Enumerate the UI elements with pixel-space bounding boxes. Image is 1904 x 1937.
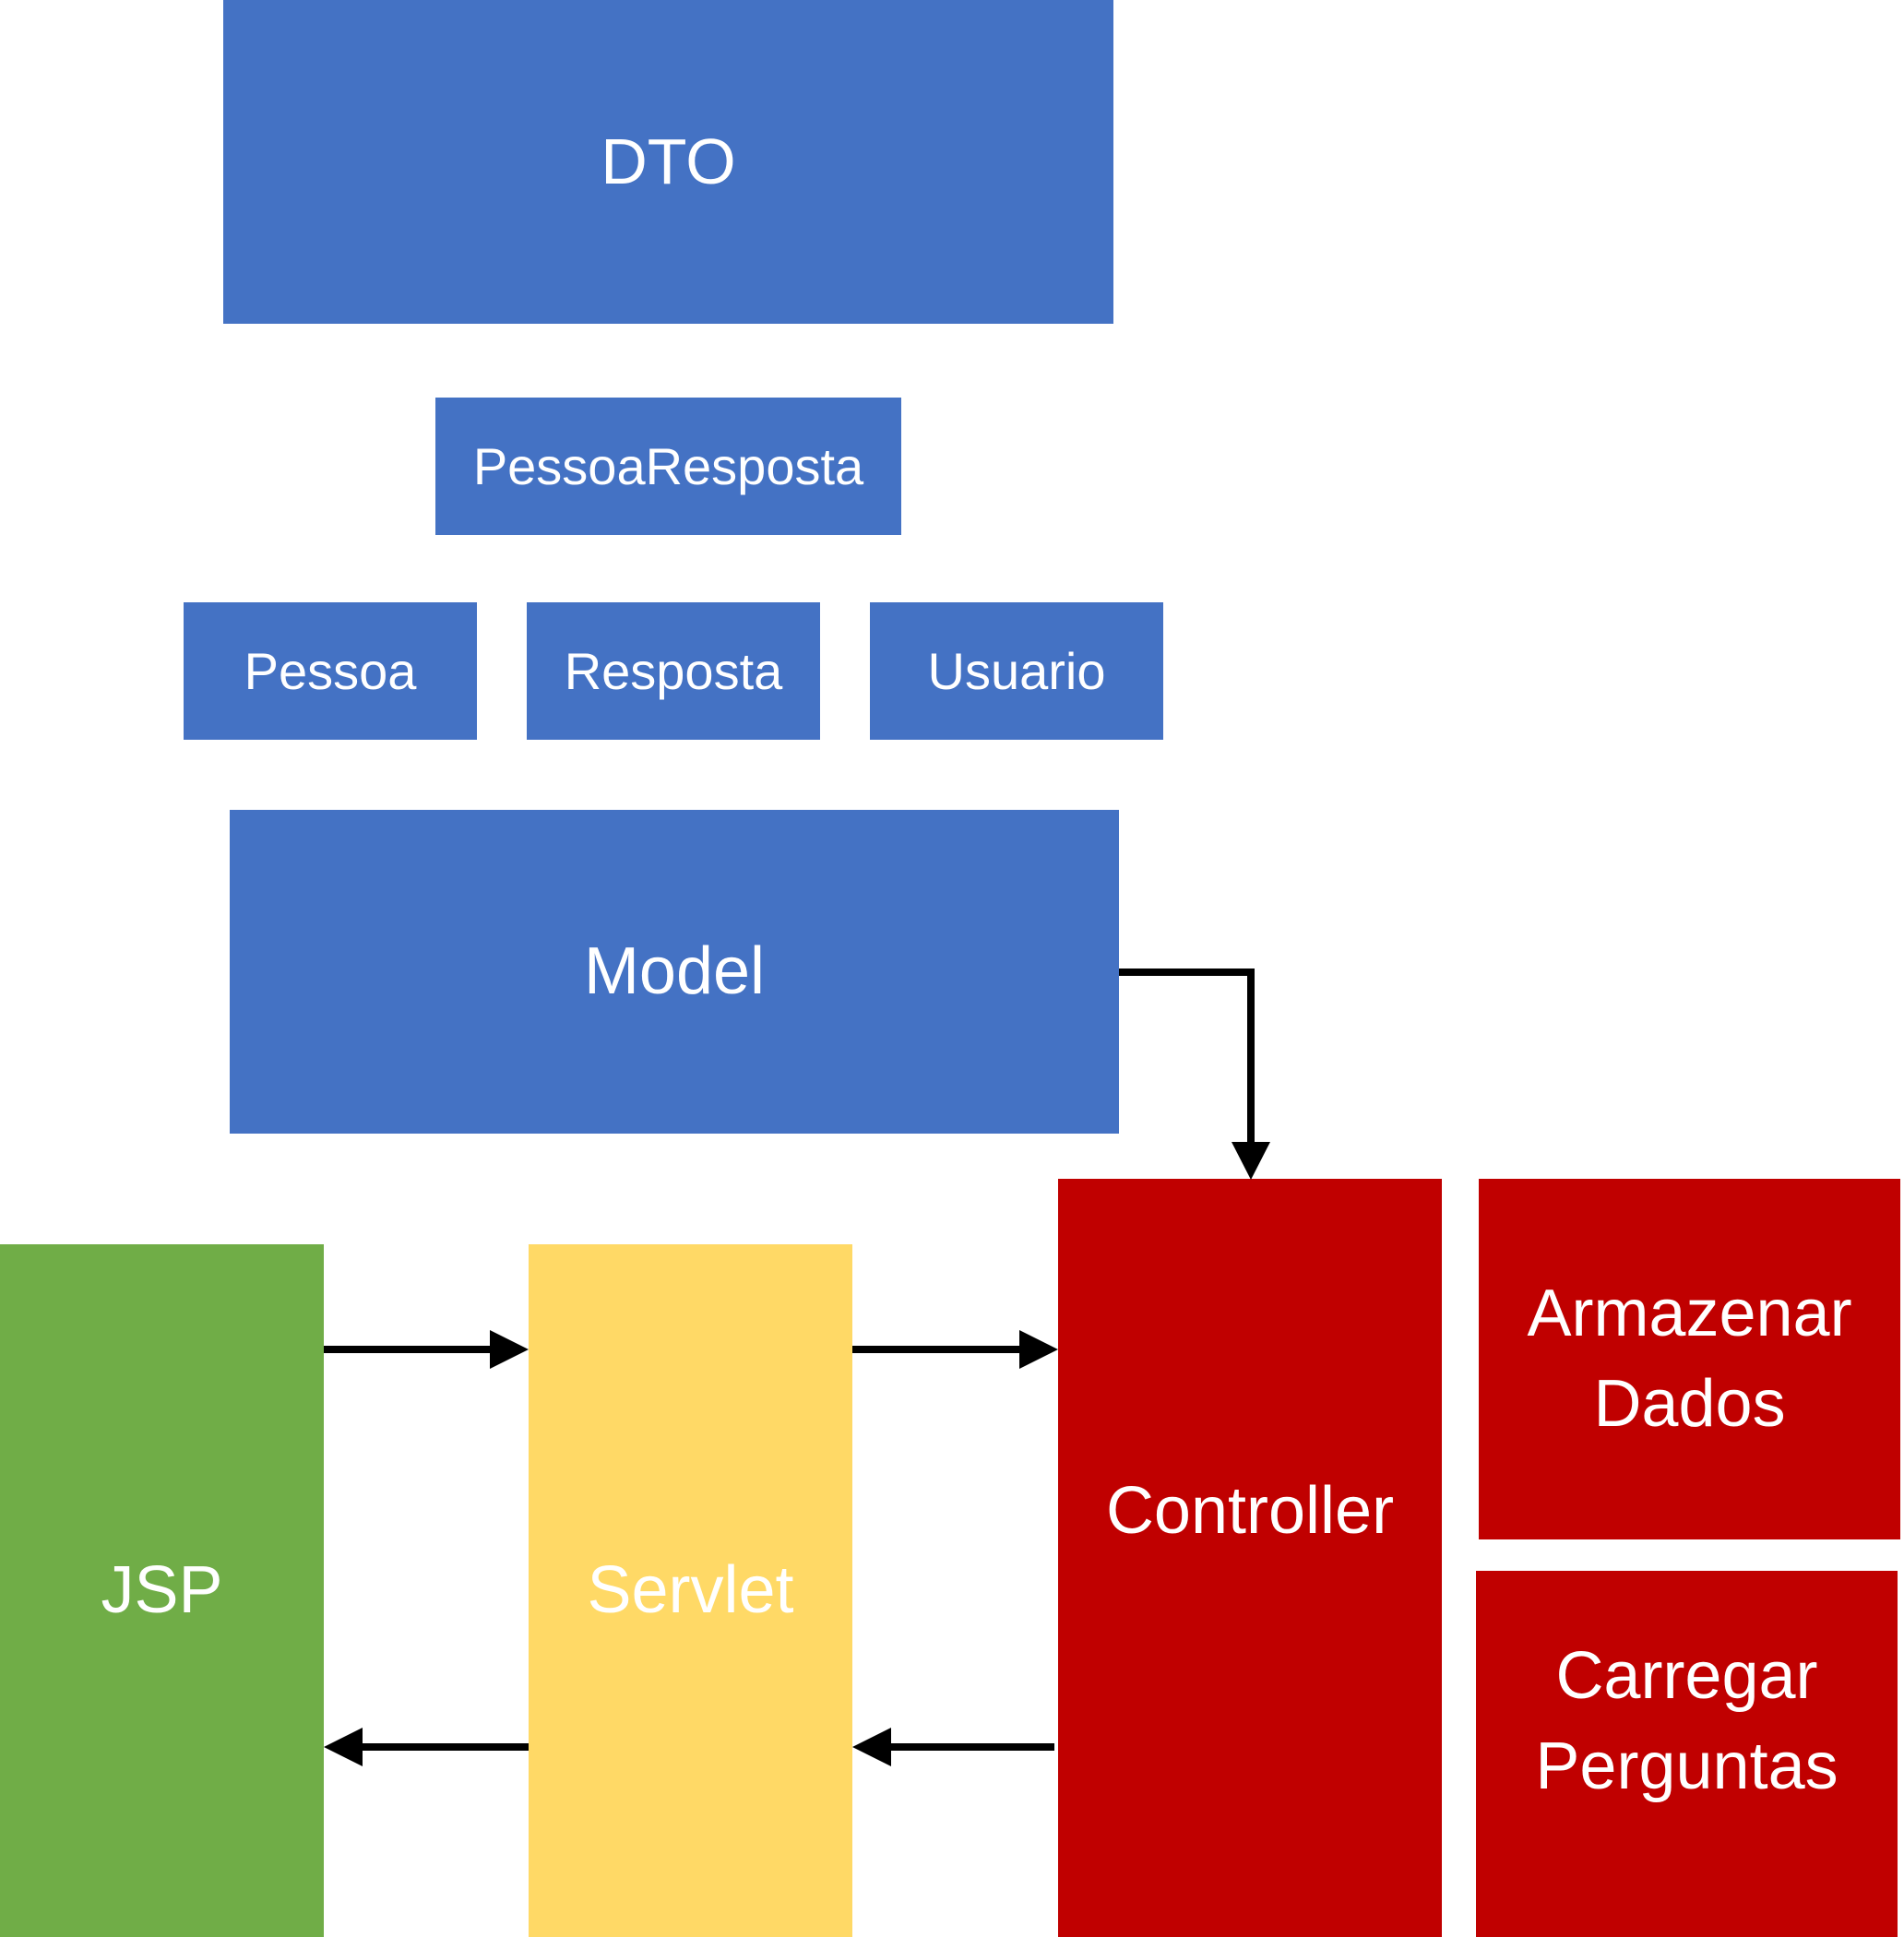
servlet-block: Servlet <box>529 1244 852 1937</box>
jsp-to-servlet-arrow <box>324 1330 529 1369</box>
servlet-to-controller-arrow <box>852 1330 1058 1369</box>
model-to-controller-arrow <box>1119 968 1270 1180</box>
usuario-block: Usuario <box>870 602 1163 740</box>
controller-block: Controller <box>1058 1179 1442 1937</box>
model-block: Model <box>230 810 1119 1134</box>
carregar-perguntas-block: Carregar Perguntas <box>1476 1571 1898 1937</box>
dto-block: DTO <box>223 0 1113 324</box>
armazenar-dados-block: Armazenar Dados <box>1479 1179 1900 1539</box>
resposta-block: Resposta <box>527 602 820 740</box>
servlet-to-jsp-arrow <box>324 1728 529 1766</box>
controller-to-servlet-arrow <box>852 1728 1054 1766</box>
jsp-block: JSP <box>0 1244 324 1937</box>
pessoaresposta-block: PessoaResposta <box>435 398 901 535</box>
pessoa-block: Pessoa <box>184 602 477 740</box>
